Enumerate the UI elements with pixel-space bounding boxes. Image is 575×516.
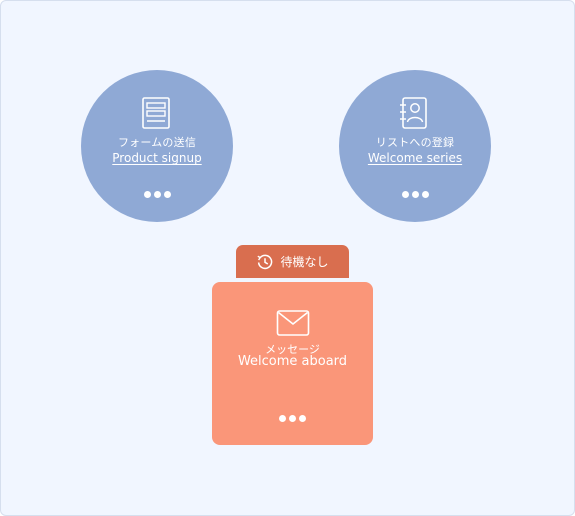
dot-icon — [299, 415, 306, 422]
dot-icon — [153, 191, 161, 198]
trigger-node-list-subscribe[interactable]: リストへの登録 Welcome series — [339, 70, 491, 222]
delay-label: 待機なし — [280, 255, 329, 269]
trigger-title: フォームの送信 — [117, 136, 197, 149]
dot-icon — [421, 191, 429, 198]
trigger-more-button[interactable] — [339, 191, 491, 198]
trigger-list-link[interactable]: Welcome series — [367, 151, 463, 165]
dot-icon — [143, 191, 151, 198]
contact-list-icon — [400, 97, 427, 129]
dot-icon — [163, 191, 171, 198]
envelope-icon — [276, 310, 310, 336]
action-more-button[interactable] — [212, 415, 373, 422]
clock-history-icon — [257, 254, 273, 269]
dot-icon — [279, 415, 286, 422]
dot-icon — [401, 191, 409, 198]
form-icon — [142, 97, 170, 129]
delay-tab[interactable]: 待機なし — [236, 245, 349, 278]
dot-icon — [411, 191, 419, 198]
dot-icon — [289, 415, 296, 422]
trigger-form-link[interactable]: Product signup — [112, 151, 202, 165]
action-title: メッセージ — [265, 343, 320, 356]
action-node-message[interactable]: メッセージ Welcome aboard — [212, 282, 373, 445]
action-message-name: Welcome aboard — [237, 354, 348, 369]
trigger-title: リストへの登録 — [375, 136, 455, 149]
trigger-node-form-submit[interactable]: フォームの送信 Product signup — [81, 70, 233, 222]
trigger-more-button[interactable] — [81, 191, 233, 198]
